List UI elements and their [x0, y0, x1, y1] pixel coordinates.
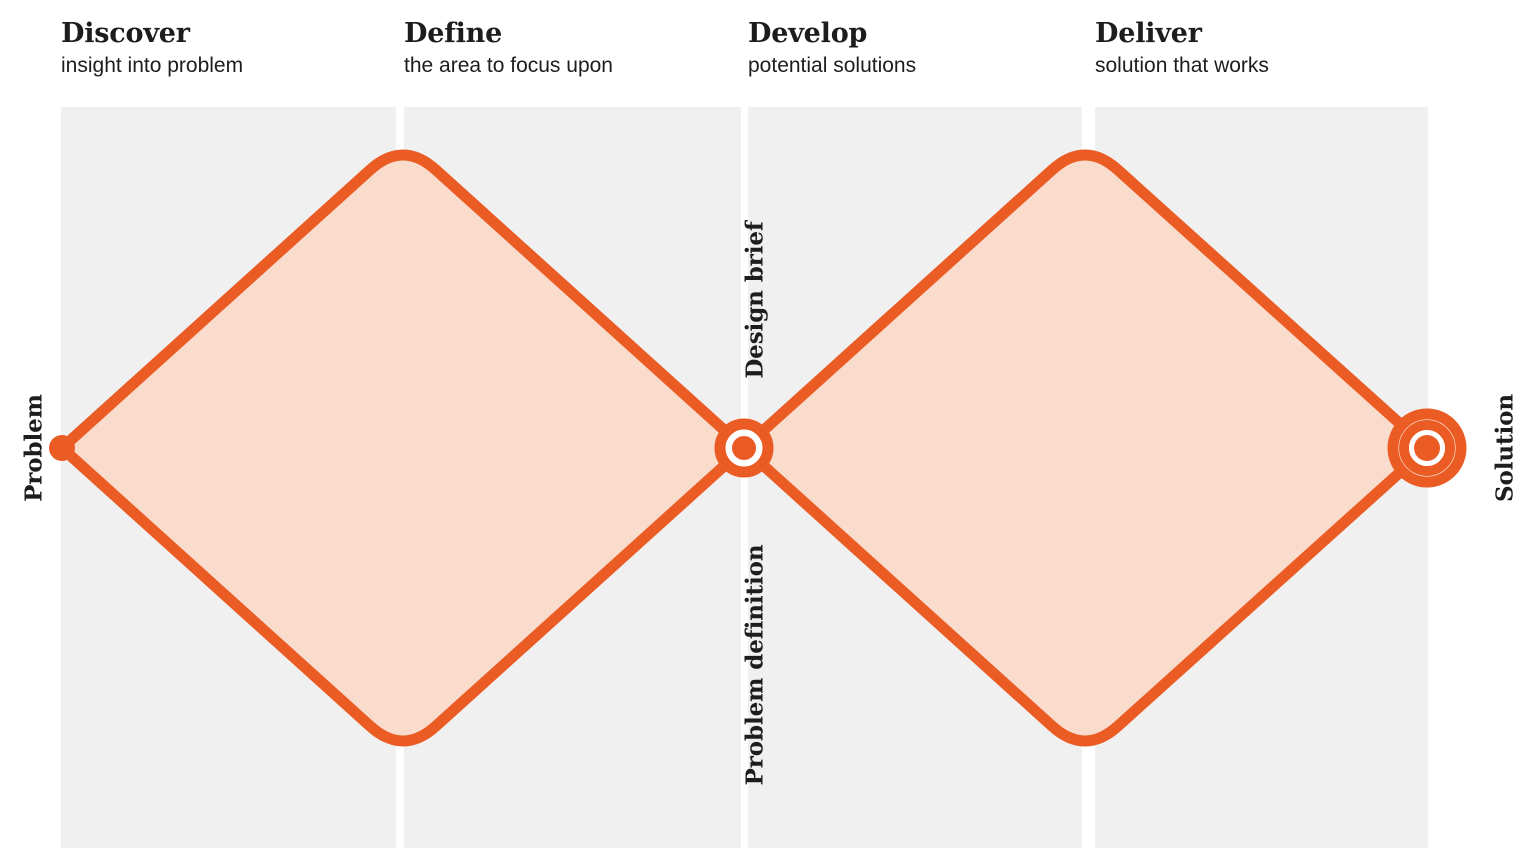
column-title-deliver: Deliver — [1095, 18, 1202, 49]
column-header-define: Define the area to focus upon — [404, 18, 613, 79]
band-develop — [748, 107, 1082, 848]
column-subtitle-discover: insight into problem — [61, 54, 244, 77]
band-define — [404, 107, 741, 848]
column-header-discover: Discover insight into problem — [61, 18, 243, 79]
column-subtitle-deliver: solution that works — [1095, 54, 1269, 77]
problem-definition-label: Problem definition — [741, 544, 769, 786]
column-header-develop: Develop potential solutions — [748, 18, 916, 79]
column-subtitle-define: the area to focus upon — [404, 54, 613, 77]
column-subtitle-develop: potential solutions — [748, 54, 917, 77]
design-brief-label: Design brief — [741, 221, 769, 379]
column-title-discover: Discover — [61, 18, 190, 49]
problem-label: Problem — [20, 394, 48, 502]
band-deliver — [1095, 107, 1428, 848]
column-title-develop: Develop — [748, 18, 868, 49]
column-header-deliver: Deliver solution that works — [1095, 18, 1269, 79]
solution-label: Solution — [1491, 393, 1519, 503]
column-title-define: Define — [404, 18, 503, 49]
band-discover — [61, 107, 396, 848]
